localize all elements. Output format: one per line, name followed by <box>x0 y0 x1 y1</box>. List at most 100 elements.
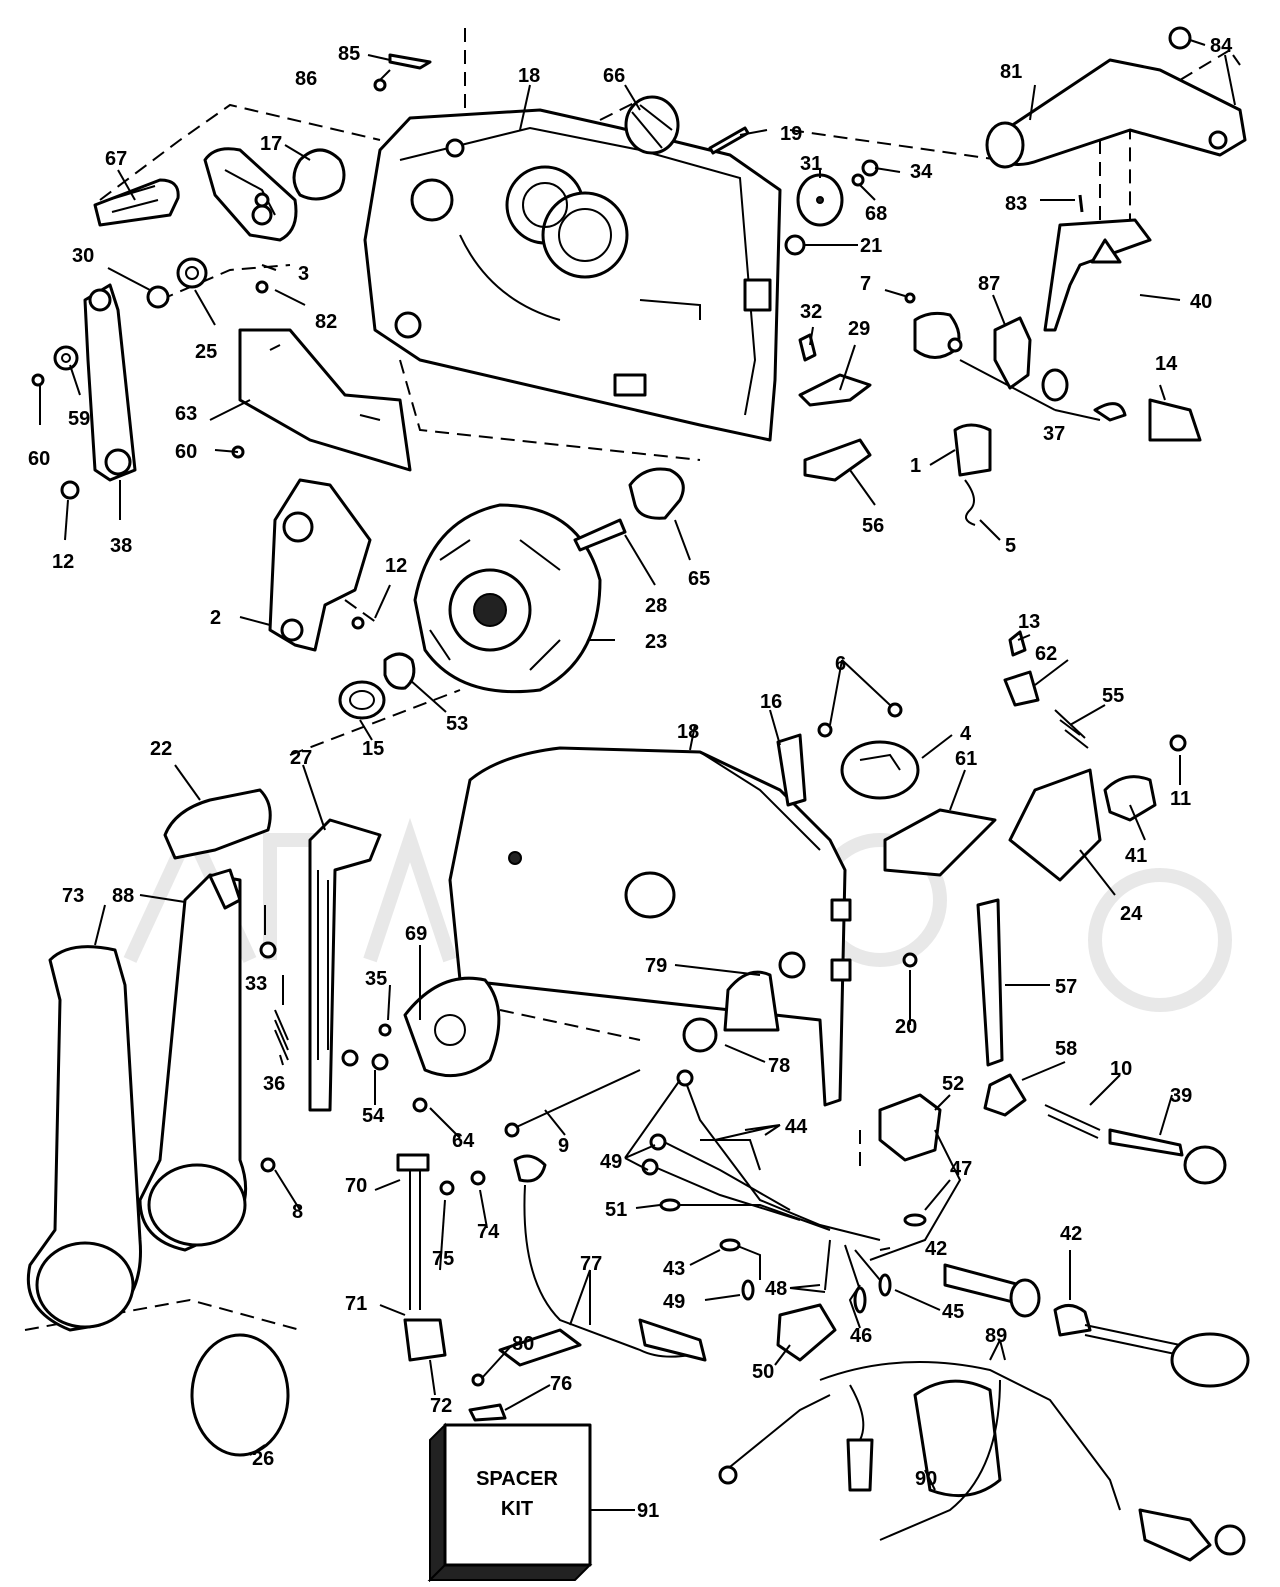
callout-6: 6 <box>835 653 846 675</box>
callout-27: 27 <box>290 747 312 769</box>
callout-42-right: 42 <box>1060 1223 1082 1245</box>
callout-12-mid: 12 <box>385 555 407 577</box>
callout-8: 8 <box>292 1201 303 1223</box>
callout-18-cover: 18 <box>677 721 699 743</box>
callout-23: 23 <box>645 631 667 653</box>
spacer-kit-line-2: KIT <box>501 1498 533 1520</box>
control-handles <box>26 788 691 1457</box>
callout-30: 30 <box>72 245 94 267</box>
callout-64: 64 <box>452 1130 475 1152</box>
callout-82: 82 <box>315 311 337 333</box>
callout-71: 71 <box>345 1293 367 1315</box>
callout-37: 37 <box>1043 423 1065 445</box>
callout-20: 20 <box>895 1016 917 1038</box>
parts-upper-right <box>624 26 1247 526</box>
callout-5: 5 <box>1005 535 1016 557</box>
callout-12-left: 12 <box>52 551 74 573</box>
callout-47: 47 <box>950 1158 972 1180</box>
callout-46: 46 <box>850 1325 872 1347</box>
callout-10: 10 <box>1110 1058 1132 1080</box>
callout-16: 16 <box>760 691 782 713</box>
callout-35: 35 <box>365 968 387 990</box>
callout-77: 77 <box>580 1253 602 1275</box>
callout-74: 74 <box>477 1221 500 1243</box>
callout-89: 89 <box>985 1325 1007 1347</box>
callout-44: 44 <box>785 1116 808 1138</box>
callout-84: 84 <box>1210 35 1233 57</box>
callout-79: 79 <box>645 955 667 977</box>
callout-14: 14 <box>1155 353 1178 375</box>
callout-7: 7 <box>860 273 871 295</box>
callout-52: 52 <box>942 1073 964 1095</box>
callout-4: 4 <box>960 723 972 745</box>
callout-3: 3 <box>298 263 309 285</box>
callout-31: 31 <box>800 153 822 175</box>
callout-56: 56 <box>862 515 884 537</box>
callout-66: 66 <box>603 65 625 87</box>
callout-67: 67 <box>105 148 127 170</box>
callout-63: 63 <box>175 403 197 425</box>
callout-33: 33 <box>245 973 267 995</box>
callout-69: 69 <box>405 923 427 945</box>
callout-68: 68 <box>865 203 887 225</box>
callout-49-lower: 49 <box>663 1291 685 1313</box>
leader-lines <box>39 39 1241 1511</box>
callout-18-top: 18 <box>518 65 540 87</box>
callout-88: 88 <box>112 885 134 907</box>
callout-51: 51 <box>605 1199 627 1221</box>
callout-39: 39 <box>1170 1085 1192 1107</box>
callout-9: 9 <box>558 1135 569 1157</box>
callout-80: 80 <box>512 1333 534 1355</box>
callout-72: 72 <box>430 1395 452 1417</box>
spacer-kit-line-1: SPACER <box>476 1468 558 1490</box>
callout-32: 32 <box>800 301 822 323</box>
callout-40: 40 <box>1190 291 1212 313</box>
callout-2: 2 <box>210 607 221 629</box>
callout-81: 81 <box>1000 61 1022 83</box>
callout-50: 50 <box>752 1361 774 1383</box>
callout-13: 13 <box>1018 611 1040 633</box>
callout-19: 19 <box>780 123 802 145</box>
control-housing-cover <box>448 746 852 1107</box>
callout-60-right: 60 <box>175 441 197 463</box>
callout-53: 53 <box>446 713 468 735</box>
callout-75: 75 <box>432 1248 454 1270</box>
callout-1: 1 <box>910 455 921 477</box>
callout-28: 28 <box>645 595 667 617</box>
callout-45: 45 <box>942 1301 964 1323</box>
callout-24: 24 <box>1120 903 1143 925</box>
callout-34: 34 <box>910 161 933 183</box>
callout-15: 15 <box>362 738 384 760</box>
callout-26: 26 <box>252 1448 274 1470</box>
callout-73: 73 <box>62 885 84 907</box>
callout-90: 90 <box>915 1468 937 1490</box>
callout-17: 17 <box>260 133 282 155</box>
callout-49-upper: 49 <box>600 1151 622 1173</box>
callout-38: 38 <box>110 535 132 557</box>
callout-76: 76 <box>550 1373 572 1395</box>
callout-41: 41 <box>1125 845 1147 867</box>
callout-65: 65 <box>688 568 710 590</box>
control-housing-upper <box>363 108 782 442</box>
callout-60-left: 60 <box>28 448 50 470</box>
callout-78: 78 <box>768 1055 790 1077</box>
callout-86: 86 <box>295 68 317 90</box>
callout-91: 91 <box>637 1500 659 1522</box>
callout-21: 21 <box>860 235 882 257</box>
callout-61: 61 <box>955 748 977 770</box>
callout-labels: 85 86 18 66 19 67 17 31 34 68 81 84 83 2… <box>28 35 1233 1522</box>
parts-mid-right <box>776 630 1227 1185</box>
callout-70: 70 <box>345 1175 367 1197</box>
shift-parts-upper-left <box>31 53 432 500</box>
callout-62: 62 <box>1035 643 1057 665</box>
callout-58: 58 <box>1055 1038 1077 1060</box>
callout-43: 43 <box>663 1258 685 1280</box>
callout-87: 87 <box>978 273 1000 295</box>
callout-48: 48 <box>765 1278 787 1300</box>
callout-59: 59 <box>68 408 90 430</box>
callout-36: 36 <box>263 1073 285 1095</box>
spacer-kit-box: SPACER KIT <box>427 1422 593 1583</box>
callout-83: 83 <box>1005 193 1027 215</box>
callout-22: 22 <box>150 738 172 760</box>
